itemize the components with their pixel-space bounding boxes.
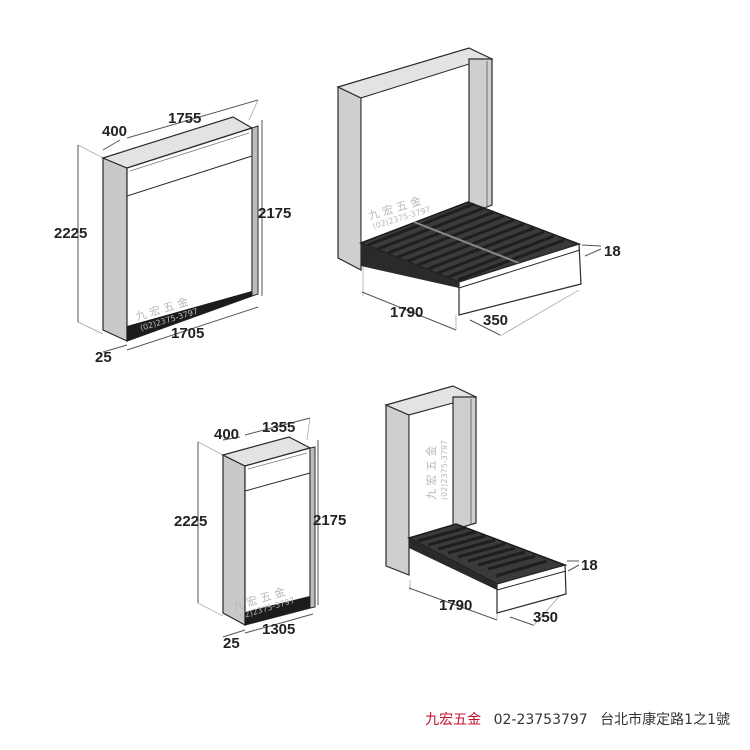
double-closed-width-label: 1755 (168, 110, 201, 127)
watermark-phone: (02)2375-3797 (440, 440, 449, 500)
double-open-leg-label: 350 (483, 312, 508, 329)
double-closed-side-panel (102, 157, 128, 342)
double-open-left-panel (337, 86, 362, 271)
phone-number: 02-23753797 (493, 712, 588, 728)
double-closed-header-line (126, 155, 253, 197)
single-closed-height-outer-label: 2225 (174, 513, 207, 530)
double-closed-dimension-lines (77, 99, 263, 353)
double-open-thickness-label: 18 (604, 243, 621, 260)
double-open-bed: 九 宏 五 金 (02)2375-3797 1790 350 18 (336, 47, 621, 337)
double-open-slats (367, 202, 565, 282)
single-open-leg-label: 350 (533, 609, 558, 626)
double-open-leg-board (458, 243, 582, 316)
single-closed-base (245, 596, 310, 625)
double-closed-depth-label: 400 (102, 123, 127, 140)
single-open-right-panel (452, 396, 477, 531)
double-closed-inner-width-label: 1705 (171, 325, 204, 342)
single-closed-depth-label: 400 (214, 426, 239, 443)
single-closed-dimension-lines (197, 417, 319, 638)
single-open-leg-board (496, 564, 567, 614)
double-open-length-label: 1790 (390, 304, 423, 321)
watermark-name: 九 宏 五 金 (424, 446, 438, 501)
single-closed-side-label: 25 (223, 635, 240, 652)
address: 台北市康定路1之1號 (600, 712, 730, 728)
single-closed-cabinet: 九 宏 五 金 (02)2375-3797 400 1355 2225 2175… (174, 417, 346, 652)
double-open-right-panel (468, 58, 493, 215)
contact-footer: 九宏五金 02-23753797 台北市康定路1之1號 (425, 709, 730, 729)
brand-name: 九宏五金 (425, 712, 482, 728)
single-closed-width-label: 1355 (262, 419, 295, 436)
double-closed-height-outer-label: 2225 (54, 225, 87, 242)
single-closed-height-inner-label: 2175 (313, 512, 346, 529)
single-open-slats (417, 526, 548, 578)
single-closed-inner-width-label: 1305 (262, 621, 295, 638)
single-open-length-label: 1790 (439, 597, 472, 614)
single-open-bed: 九 宏 五 金 (02)2375-3797 1790 350 18 (384, 385, 598, 627)
single-open-thickness-label: 18 (581, 557, 598, 574)
double-closed-base (127, 291, 252, 341)
double-closed-cabinet: 九 宏 五 金 (02)2375-3797 400 1755 2225 2175… (54, 99, 291, 366)
single-open-left-panel (385, 404, 410, 576)
double-closed-height-inner-label: 2175 (258, 205, 291, 222)
single-open-watermark: 九 宏 五 金 (02)2375-3797 (424, 440, 449, 500)
single-closed-header-line (244, 472, 311, 492)
double-closed-side-label: 25 (95, 349, 112, 366)
